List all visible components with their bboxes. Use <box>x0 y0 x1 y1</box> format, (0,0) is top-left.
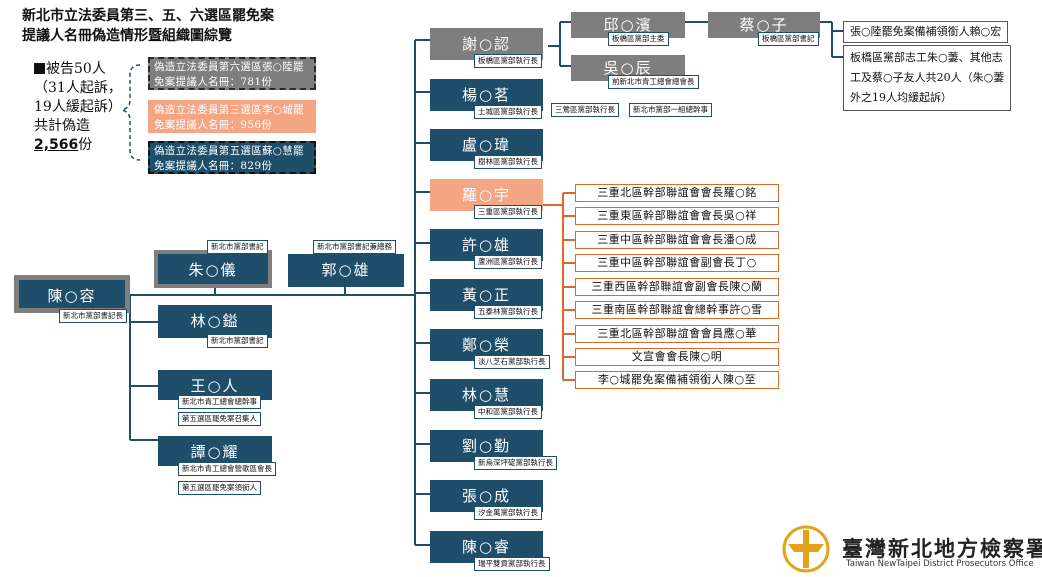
note-volunteers-line1: 板橋區黨部志工朱○萋、其他志 <box>850 51 1003 64</box>
sanchong-item-3: 三重中區幹部聯誼會會長潘○成 <box>575 231 779 249</box>
node-yang-title: 土城區黨部執行長 <box>474 105 542 119</box>
forged-box-district-5: 偽造立法委員第五選區蘇○慧罷免案提議人名冊：829份 <box>148 141 316 174</box>
node-lin-yi: 林○鎰 <box>158 305 272 338</box>
summary-line4: 共計偽造 <box>34 118 90 134</box>
node-yang-title3: 新北市黨部一組總幹事 <box>629 103 712 117</box>
note-volunteers-line3: 外之19人均緩起訴） <box>850 91 952 104</box>
node-guo-title: 新北市黨部書記兼總務 <box>313 240 396 254</box>
sanchong-item-7: 三重北區幹部聯誼會會員應○華 <box>575 325 779 343</box>
node-qiu-title: 板橋區黨部主委 <box>608 32 669 46</box>
node-zhu: 朱○儀 <box>154 250 272 288</box>
title-line2: 提議人名冊偽造情形暨組織圖綜覽 <box>22 28 232 44</box>
summary-line3: 19人緩起訴） <box>34 99 122 115</box>
note-volunteers: 板橋區黨部志工朱○萋、其他志 工及蔡○子友人共20人（朱○萋 外之19人均緩起訴… <box>843 45 1012 111</box>
bracket <box>121 64 141 161</box>
node-huang-title: 五泰林黨部執行長 <box>474 305 542 319</box>
node-chen: 陳○容 <box>14 275 130 313</box>
node-lin-yi-title: 新北市黨部書記 <box>207 334 268 348</box>
node-luo-title: 三重區黨部執行長 <box>474 205 542 219</box>
square-bullet-icon <box>34 63 45 74</box>
logo-chinese-name: 臺灣新北地方檢察署 <box>842 536 1042 561</box>
node-lin-hui-title: 中和區黨部執行長 <box>474 405 542 419</box>
sanchong-item-5: 三重西區幹部聯誼會副會長陳○蘭 <box>575 278 779 296</box>
sanchong-item-6: 三重南區幹部聯誼會總幹事許○雪 <box>575 301 779 319</box>
node-wu-title: 前新北市青工總會總會長 <box>608 75 699 89</box>
node-xu-title: 蘆洲區黨部執行長 <box>474 255 542 269</box>
node-zheng-title: 淡八芝石黨部執行長 <box>474 355 550 369</box>
node-tan-title2: 第五選區罷免案領銜人 <box>178 481 261 495</box>
forged-box-district-3: 偽造立法委員第三選區李○城罷免案提議人名冊：956份 <box>148 100 316 133</box>
sanchong-item-8: 文宣會會長陳○明 <box>575 348 779 366</box>
summary-line1: 被告50人 <box>46 61 106 77</box>
forged-count: 2,566 <box>34 137 79 153</box>
node-liu-title: 新烏深坪碇黨部執行長 <box>474 456 557 470</box>
node-tan: 譚○耀 <box>158 436 272 466</box>
summary-line2: （31人起訴， <box>34 80 122 96</box>
node-chen-rui-title: 瑞平雙貢黨部執行長 <box>474 557 550 571</box>
node-cai-title: 板橋區黨部書記 <box>758 32 819 46</box>
title-line1: 新北市立法委員第三、五、六選區罷免案 <box>22 8 274 24</box>
node-yang-title2: 三鶯區黨部執行長 <box>551 103 619 117</box>
node-wang-title2: 第五選區罷免案召集人 <box>178 412 261 426</box>
prosecutors-office-emblem-icon <box>782 525 830 573</box>
node-tan-title1: 新北市青工總會營歌區會長 <box>178 462 276 476</box>
sanchong-item-4: 三重中區幹部聯誼會副會長丁○ <box>575 254 779 272</box>
node-guo: 郭○雄 <box>288 254 404 287</box>
node-lu-title: 樹林區黨部執行長 <box>474 155 542 169</box>
note-volunteers-line2: 工及蔡○子友人共20人（朱○萋 <box>850 71 1005 84</box>
node-zhu-title: 新北市黨部書記 <box>207 240 268 254</box>
node-xie-title: 板橋區黨部執行長 <box>474 54 542 68</box>
node-zhang-title: 汐金萬黨部執行長 <box>474 506 542 520</box>
sanchong-item-9: 李○城罷免案備補領銜人陳○至 <box>575 371 779 389</box>
node-chen-title: 新北市黨部書記長 <box>59 309 127 323</box>
defendant-summary: 被告50人 （31人起訴， 19人緩起訴） 共計偽造 2,566份 <box>34 60 122 155</box>
forged-box-district-6: 偽造立法委員第六選區張○陸罷免案提議人名冊：781份 <box>148 57 316 90</box>
page-title: 新北市立法委員第三、五、六選區罷免案 提議人名冊偽造情形暨組織圖綜覽 <box>22 6 274 46</box>
note-lai: 張○陸罷免案備補領銜人賴○宏 <box>843 21 1009 43</box>
sanchong-item-2: 三重東區幹部聯誼會會長吳○祥 <box>575 207 779 225</box>
logo-english-name: Taiwan NewTaipei District Prosecutors Of… <box>846 559 1034 569</box>
node-wang-title1: 新北市青工總會總幹事 <box>178 395 261 409</box>
forged-count-unit: 份 <box>78 137 93 153</box>
node-cai: 蔡○子 <box>708 12 820 38</box>
sanchong-item-1: 三重北區幹部聯誼會會長羅○銘 <box>575 184 779 202</box>
